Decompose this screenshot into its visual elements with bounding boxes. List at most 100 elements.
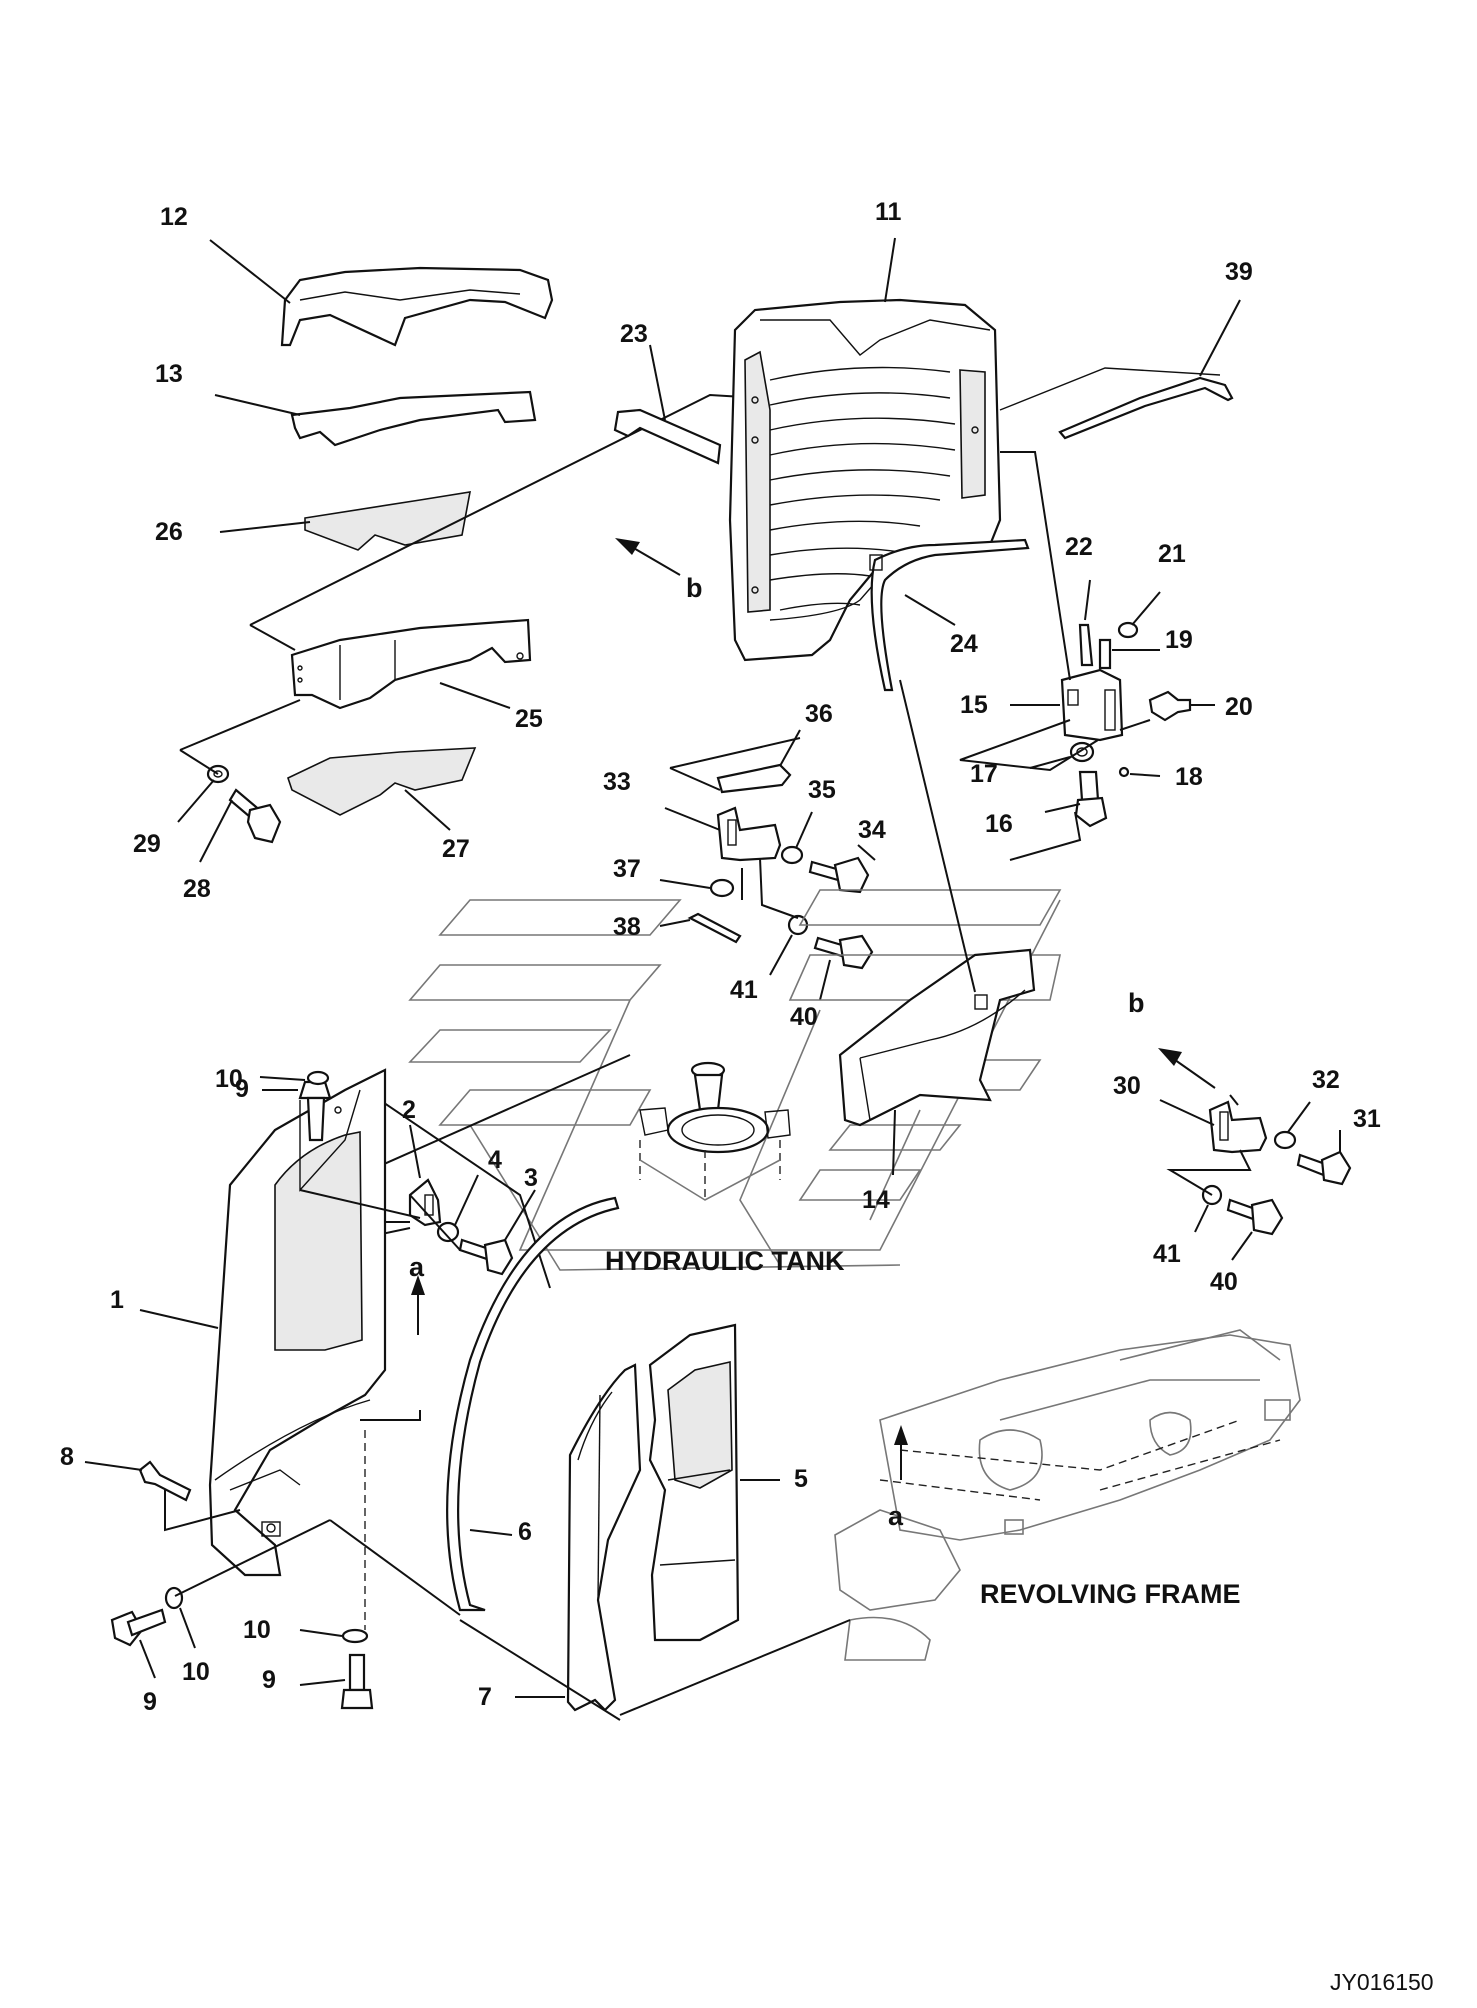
part-10-washer-bottom (299, 1628, 369, 1644)
part-2-bracket (408, 1124, 442, 1227)
callout-28: 28 (183, 875, 211, 903)
callout-18: 18 (1175, 763, 1203, 791)
view-arrow-b-right (1158, 1048, 1216, 1089)
view-arrow-a-left (411, 1275, 425, 1335)
view-marker-a-right: a (888, 1501, 904, 1531)
part-40-bolt-upper (813, 934, 874, 1001)
part-37-washer (659, 878, 735, 898)
part-9-bolt-bottom (299, 1653, 374, 1710)
part-18-nut (1118, 766, 1161, 778)
part-32-washer (1273, 1101, 1311, 1150)
callout-9-left: 9 (143, 1688, 157, 1716)
callout-19: 19 (1165, 626, 1193, 654)
callout-1: 1 (110, 1286, 124, 1314)
callout-16: 16 (985, 810, 1013, 838)
drawing-code: JY016150 (1330, 1969, 1434, 1995)
part-10-washer-top (259, 1070, 330, 1086)
callout-41-lower: 41 (1153, 1240, 1181, 1268)
part-36-catch (669, 729, 801, 794)
view-marker-b-right: b (1128, 988, 1145, 1018)
callout-37: 37 (613, 855, 641, 883)
hinge-assembly-lines (959, 451, 1151, 861)
callout-4: 4 (488, 1146, 502, 1174)
part-1-side-cover (139, 1068, 421, 1577)
callout-39: 39 (1225, 258, 1253, 286)
callout-7: 7 (478, 1683, 492, 1711)
callout-6: 6 (518, 1518, 532, 1546)
part-25-cover-plate (290, 618, 532, 710)
callout-29: 29 (133, 830, 161, 858)
callout-40-lower: 40 (1210, 1268, 1238, 1296)
left-bolt-lines (174, 1430, 366, 1630)
part-9-bolt-top (262, 1080, 332, 1142)
callout-36: 36 (805, 700, 833, 728)
view-marker-b-upper: b (686, 573, 703, 603)
part-6-seal (446, 1196, 620, 1612)
part-34-bolt (808, 844, 876, 894)
part-19-pin (1098, 638, 1160, 670)
part-39-rod (999, 299, 1241, 440)
callout-21: 21 (1158, 540, 1186, 568)
part-20-bolt (1148, 690, 1215, 722)
part-13-plate (214, 390, 537, 447)
callout-10-top: 10 (215, 1065, 243, 1093)
part-30-hinge (1159, 1099, 1268, 1154)
callout-14: 14 (862, 1186, 890, 1214)
part-28-bolt (199, 788, 282, 863)
callout-2: 2 (402, 1096, 416, 1124)
callout-20: 20 (1225, 693, 1253, 721)
callout-24: 24 (950, 630, 978, 658)
view-arrow-a-right (894, 1425, 908, 1480)
callout-40-upper: 40 (790, 1003, 818, 1031)
callout-5: 5 (794, 1465, 808, 1493)
part-21-clip (1117, 591, 1161, 639)
view-marker-a-left: a (409, 1252, 425, 1282)
part-4-washer (436, 1174, 479, 1243)
part-31-bolt (1296, 1130, 1352, 1186)
part-11-front-cover (728, 237, 1002, 662)
view-marker-labels: b b a a (409, 573, 1145, 1531)
callout-17: 17 (970, 760, 998, 788)
callout-11: 11 (875, 198, 902, 226)
callout-31: 31 (1353, 1105, 1381, 1133)
part-9-bolt-left (110, 1608, 167, 1679)
lock-group-lines (741, 857, 799, 919)
callout-41-upper: 41 (730, 976, 758, 1004)
callout-10-left: 10 (182, 1658, 210, 1686)
callout-26: 26 (155, 518, 183, 546)
callout-33: 33 (603, 768, 631, 796)
callout-32: 32 (1312, 1066, 1340, 1094)
callout-8: 8 (60, 1443, 74, 1471)
part-15-hinge (1010, 668, 1124, 742)
part-26-pad (219, 491, 471, 551)
view-arrow-b-upper (615, 538, 681, 576)
part-12-top-cover (209, 239, 554, 347)
callout-13: 13 (155, 360, 183, 388)
leader-11-to-14 (899, 679, 976, 993)
part-27-pad (287, 747, 477, 831)
callout-30: 30 (1113, 1072, 1141, 1100)
callout-15: 15 (960, 691, 988, 719)
callout-9-top: 9 (235, 1075, 249, 1103)
part-3-bolt (458, 1189, 536, 1276)
callout-10-bottom: 10 (243, 1616, 271, 1644)
callout-3: 3 (524, 1164, 538, 1192)
callout-23: 23 (620, 320, 648, 348)
callout-12: 12 (160, 203, 188, 231)
part-22-pin (1078, 579, 1094, 667)
part-40-bolt-lower (1226, 1198, 1284, 1261)
part-24-seal (869, 538, 1030, 692)
callout-labels: 1 2 3 4 5 6 7 8 9 10 9 10 10 9 11 12 13 … (60, 198, 1381, 1716)
callout-35: 35 (808, 776, 836, 804)
part-14-side-cover (838, 948, 1036, 1176)
callout-25: 25 (515, 705, 543, 733)
label-revolving-frame: REVOLVING FRAME (980, 1579, 1241, 1609)
revolving-frame-outline (329, 1329, 1301, 1721)
part-17-washer (1029, 741, 1095, 769)
callout-38: 38 (613, 913, 641, 941)
part-10-washer-left (164, 1586, 196, 1649)
callout-27: 27 (442, 835, 470, 863)
callout-34: 34 (858, 816, 886, 844)
part-38-pin (659, 912, 742, 944)
